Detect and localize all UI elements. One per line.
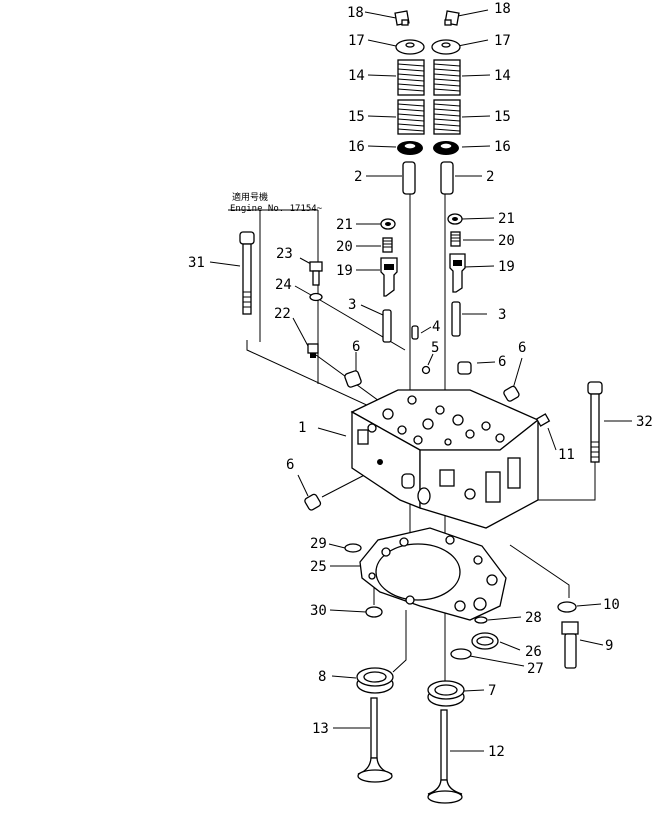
callout-26: 26 — [525, 644, 542, 660]
callout-20-right: 20 — [498, 233, 515, 249]
cylinder-head-gasket — [359, 527, 507, 621]
seal-ring-26 — [471, 632, 499, 650]
callout-22: 22 — [274, 306, 291, 322]
crosshead-right — [449, 253, 466, 293]
plug-cup-d — [304, 493, 322, 511]
callout-2-left: 2 — [354, 169, 362, 185]
callout-19-left: 19 — [336, 263, 353, 279]
callout-2-right: 2 — [486, 169, 494, 185]
plug-cup-a — [344, 370, 362, 388]
o-ring-upper — [344, 543, 362, 553]
callout-16-left: 16 — [348, 139, 365, 155]
head-bolt-right — [587, 381, 603, 463]
valve-guide-left — [402, 161, 416, 195]
spring-retainer-left — [395, 39, 425, 55]
callout-28: 28 — [525, 610, 542, 626]
spring-retainer-right — [431, 39, 461, 55]
callout-4: 4 — [432, 319, 440, 335]
callout-18-right: 18 — [494, 1, 511, 17]
valve-stem-seal-right — [433, 141, 459, 155]
nut-left — [380, 218, 396, 230]
callout-27: 27 — [527, 661, 544, 677]
valve-cotter-left — [394, 10, 410, 26]
callout-5: 5 — [431, 340, 439, 356]
callout-21-right: 21 — [498, 211, 515, 227]
callout-6-d: 6 — [286, 457, 294, 473]
callout-7: 7 — [488, 683, 496, 699]
callout-1: 1 — [298, 420, 306, 436]
callout-10: 10 — [603, 597, 620, 613]
callout-16-right: 16 — [494, 139, 511, 155]
bolt-side — [535, 413, 551, 427]
callout-12: 12 — [488, 744, 505, 760]
callout-3-left: 3 — [348, 297, 356, 313]
washer-small — [309, 292, 323, 302]
callout-18-left: 18 — [347, 5, 364, 21]
o-ring-27 — [450, 648, 472, 660]
cylinder-head — [350, 389, 540, 529]
callout-3-right: 3 — [498, 307, 506, 323]
crosshead-left — [380, 257, 398, 297]
callout-32: 32 — [636, 414, 653, 430]
callouts: 1 2 2 3 3 4 5 6 6 6 6 7 8 9 10 11 12 13 … — [188, 1, 653, 760]
crosshead-guide-pin-right — [451, 301, 461, 337]
callout-15-left: 15 — [348, 109, 365, 125]
applicable-serial-label: 適用号機 — [232, 191, 268, 203]
callout-6-b: 6 — [498, 354, 506, 370]
callout-17-left: 17 — [348, 33, 365, 49]
engine-number-note: Engine No. 17154~ — [230, 204, 323, 214]
valve-spring-inner-left — [397, 99, 425, 135]
valve-spring-outer-right — [433, 59, 461, 96]
adjusting-screw-left — [382, 237, 393, 253]
callout-6-a: 6 — [352, 339, 360, 355]
callout-23: 23 — [276, 246, 293, 262]
callout-25: 25 — [310, 559, 327, 575]
head-bolt-long — [239, 231, 255, 315]
valve-spring-inner-right — [433, 99, 461, 135]
callout-30: 30 — [310, 603, 327, 619]
plug-ball — [421, 365, 431, 375]
nut-right — [447, 213, 463, 225]
callout-11: 11 — [558, 447, 575, 463]
callout-20-left: 20 — [336, 239, 353, 255]
callout-17-right: 17 — [494, 33, 511, 49]
valve-cotter-right — [444, 10, 460, 26]
callout-29: 29 — [310, 536, 327, 552]
crosshead-guide-pin-left — [382, 309, 392, 343]
o-ring-lower — [365, 606, 383, 618]
callout-8: 8 — [318, 669, 326, 685]
callout-6-c: 6 — [518, 340, 526, 356]
valve-right — [427, 709, 463, 804]
callout-13: 13 — [312, 721, 329, 737]
bolt-small — [309, 261, 323, 286]
callout-15-right: 15 — [494, 109, 511, 125]
callout-24: 24 — [275, 277, 292, 293]
plug-small — [307, 343, 319, 358]
valve-seat-insert-right — [427, 680, 465, 707]
callout-21-left: 21 — [336, 217, 353, 233]
callout-31: 31 — [188, 255, 205, 271]
valve-spring-outer-left — [397, 59, 425, 96]
valve-guide-right — [440, 161, 454, 195]
dowel-pin — [411, 325, 419, 340]
seal-ring — [557, 601, 577, 613]
callout-9: 9 — [605, 638, 613, 654]
plug-cup-c — [503, 385, 520, 402]
adjusting-screw-right — [450, 231, 461, 247]
callout-14-left: 14 — [348, 68, 365, 84]
callout-14-right: 14 — [494, 68, 511, 84]
o-ring-small — [474, 616, 488, 624]
valve-left — [357, 697, 393, 783]
valve-seat-insert-left — [356, 667, 394, 694]
callout-19-right: 19 — [498, 259, 515, 275]
plug-cup-b — [457, 361, 472, 375]
valve-stem-seal-left — [397, 141, 423, 155]
injector-sleeve — [561, 621, 579, 669]
